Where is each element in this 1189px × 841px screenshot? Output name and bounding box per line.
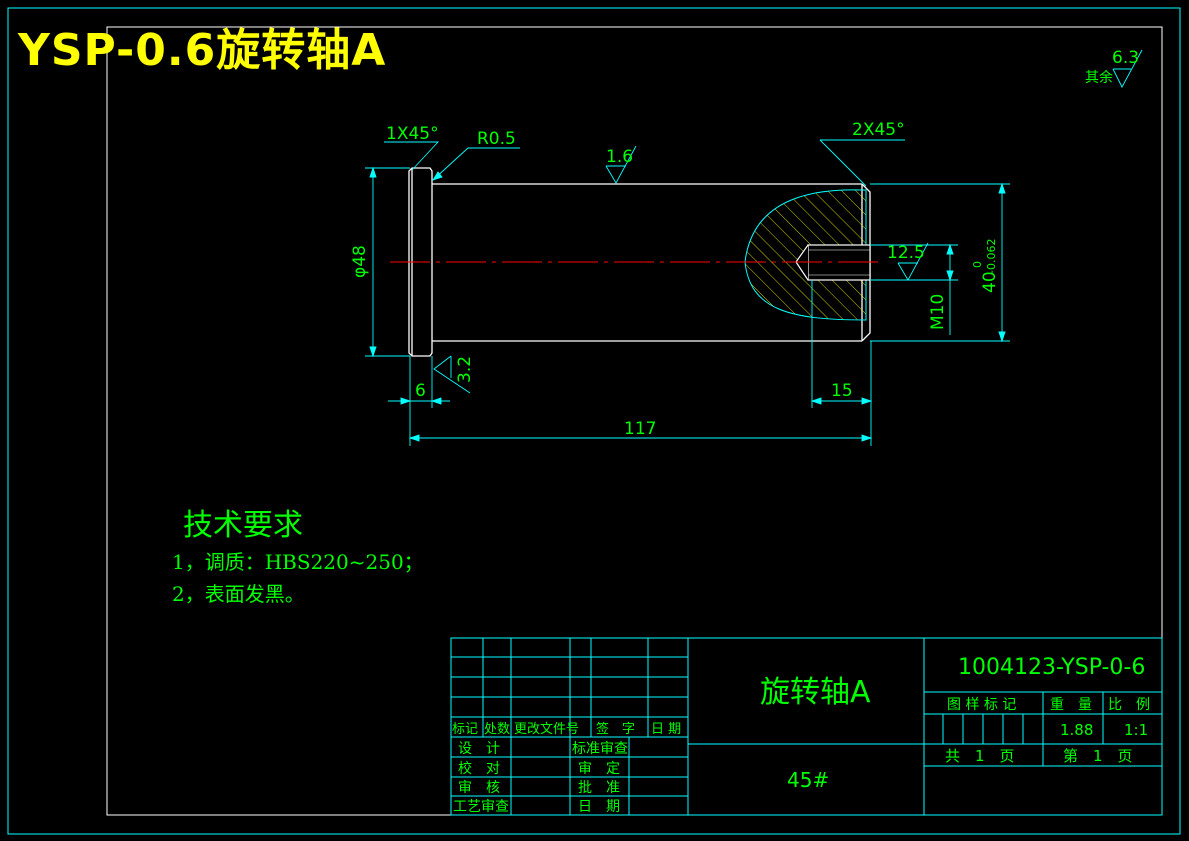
len-hole-text: 15 <box>831 381 853 401</box>
section-hatch <box>744 189 871 321</box>
title-block-texts: 旋转轴A 45# 1004123-YSP-0-6 标记 处数 更改文件号 签 字… <box>452 655 1150 815</box>
material-text: 45# <box>787 768 829 792</box>
rev-header-0: 标记 <box>452 722 478 737</box>
scale-text: 1:1 <box>1124 721 1148 739</box>
dimension-texts: 1X45° R0.5 2X45° 1.6 3.2 12.5 φ48 M10 11… <box>350 48 1139 439</box>
rest-label-text: 其余 <box>1085 69 1113 86</box>
rough-flange-text: 3.2 <box>455 356 475 383</box>
requirement-item-1: 1，调质：HBS220~250； <box>172 550 424 574</box>
weight-text: 1.88 <box>1060 721 1093 739</box>
sign-left-1: 校 对 <box>458 760 500 777</box>
len-flange-text: 6 <box>415 381 426 401</box>
tol-lower-text: -0.062 <box>985 239 998 274</box>
sign-left-0: 设 计 <box>458 741 500 757</box>
rev-header-4: 日 期 <box>651 722 681 737</box>
thread-text: M10 <box>928 294 948 330</box>
sign-mid-2: 批 准 <box>578 780 620 796</box>
attr-header-2: 比 例 <box>1108 697 1150 713</box>
fillet-text: R0.5 <box>477 129 516 149</box>
title-block-grid <box>450 637 1163 816</box>
rev-header-1: 处数 <box>484 722 510 737</box>
sheet-no-text: 第 1 页 <box>1063 747 1133 765</box>
sign-mid-0: 标准审查 <box>572 741 628 757</box>
tol-upper-text: 0 <box>971 261 984 268</box>
sign-mid-3: 日 期 <box>578 799 620 815</box>
rev-header-3: 签 字 <box>596 721 635 737</box>
sign-left-2: 审 核 <box>458 780 500 796</box>
chamfer-left-text: 1X45° <box>386 124 439 144</box>
len-total-text: 117 <box>624 419 656 439</box>
rough-hole-text: 12.5 <box>887 243 925 263</box>
roughness-symbols <box>433 49 1143 394</box>
sheets-total-text: 共 1 页 <box>945 747 1015 765</box>
sign-left-3: 工艺审查 <box>453 799 509 815</box>
chamfer-right-text: 2X45° <box>852 120 905 140</box>
requirement-item-2: 2，表面发黑。 <box>172 582 305 606</box>
drawing-title: YSP-0.6旋转轴A <box>18 25 387 76</box>
rev-header-2: 更改文件号 <box>514 722 579 737</box>
sign-mid-1: 审 定 <box>578 761 620 777</box>
attr-header-0: 图 样 标 记 <box>947 697 1016 713</box>
rough-top-text: 1.6 <box>606 147 633 167</box>
rest-value-text: 6.3 <box>1112 48 1139 68</box>
hole-dia-text: 40 <box>980 271 1000 293</box>
requirements-heading: 技术要求 <box>183 508 303 543</box>
attr-header-1: 重 量 <box>1050 697 1092 713</box>
part-name-text: 旋转轴A <box>760 675 871 710</box>
dia-text: φ48 <box>350 245 370 278</box>
dimension-lines <box>365 139 1010 446</box>
drawing-no-text: 1004123-YSP-0-6 <box>958 655 1145 680</box>
outer-border <box>7 7 1181 835</box>
